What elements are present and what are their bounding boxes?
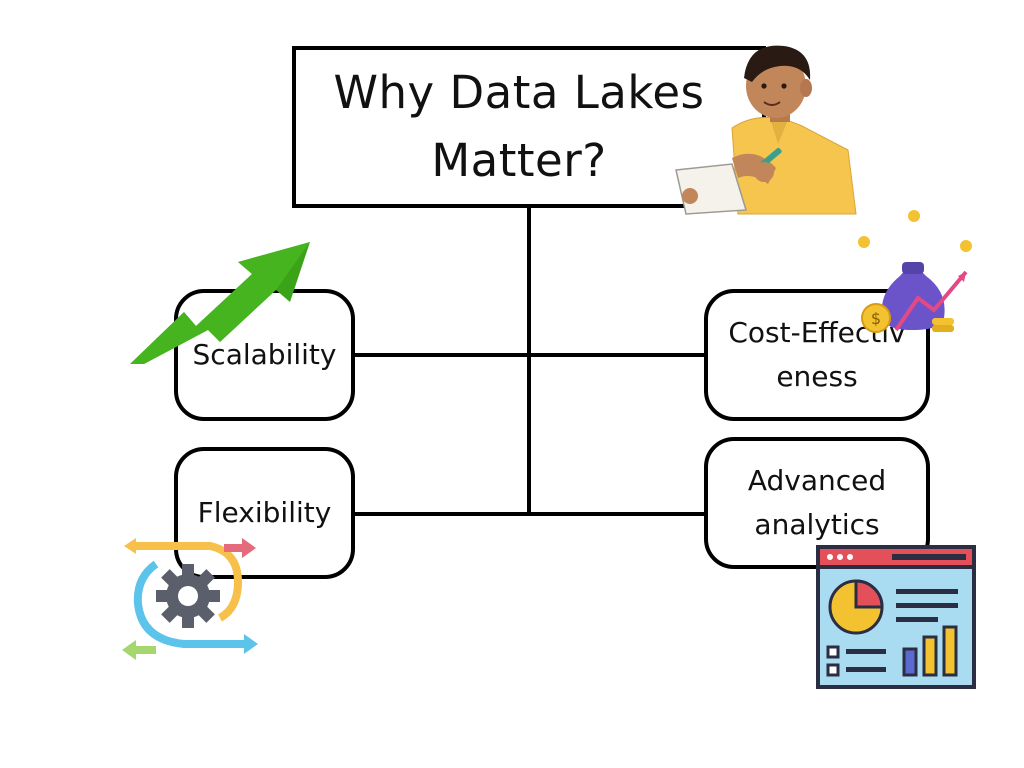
node-flexibility: Flexibility: [174, 447, 355, 579]
person-writing-icon: [675, 45, 857, 215]
upward-arrow-icon: [130, 242, 310, 364]
node-flexibility-label: Flexibility: [197, 496, 332, 529]
analytics-dashboard-icon: [816, 545, 976, 689]
node-advanced-analytics-label: Advanced analytics: [747, 464, 887, 541]
diagram-title: Why Data Lakes Matter?: [333, 66, 705, 187]
title-box: Why Data Lakes Matter?: [292, 46, 766, 208]
money-bag-icon: $: [858, 210, 972, 333]
gear-cycle-icon: [122, 538, 258, 660]
svg-text:$: $: [871, 309, 881, 328]
node-scalability-label: Scalability: [192, 338, 337, 371]
